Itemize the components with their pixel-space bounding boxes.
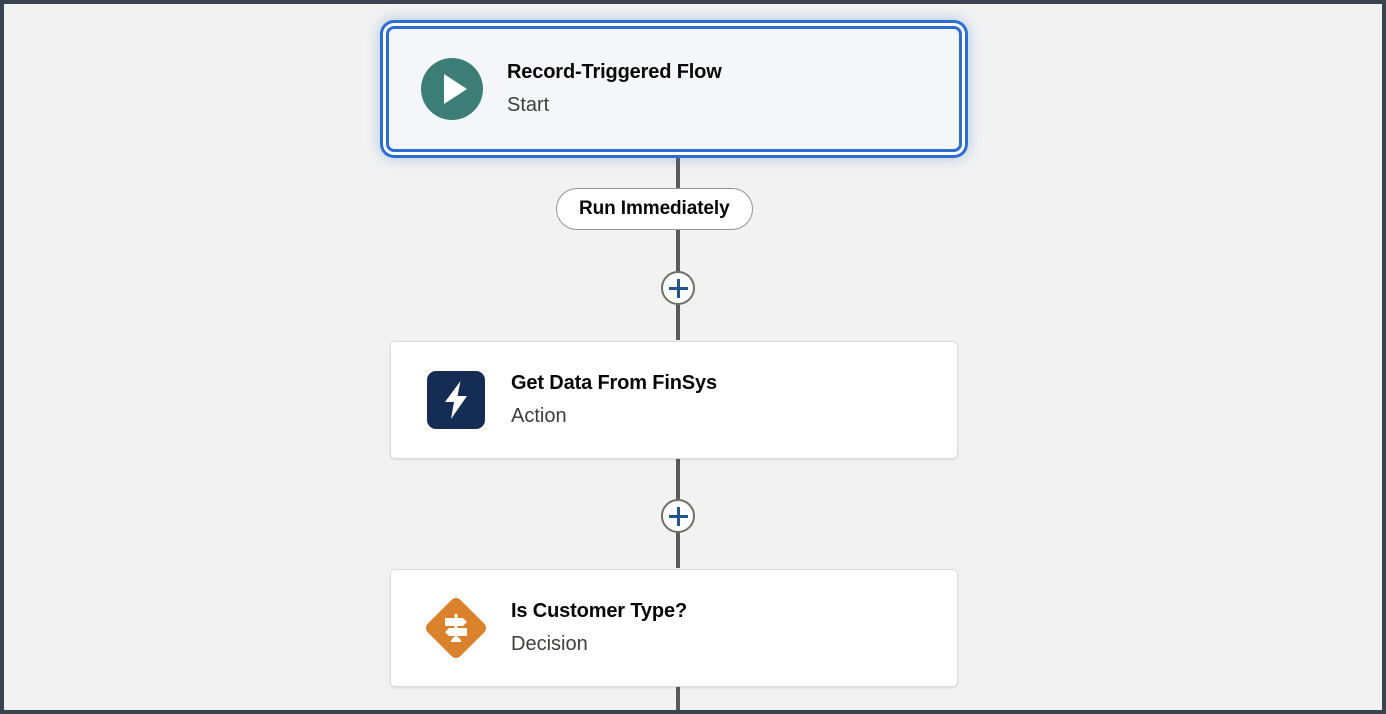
flow-node-action-text: Get Data From FinSys Action — [511, 371, 717, 429]
run-immediately-label: Run Immediately — [556, 188, 753, 230]
flow-node-start-text: Record-Triggered Flow Start — [507, 60, 722, 118]
lightning-bolt-icon — [425, 369, 487, 431]
flow-node-decision-title: Is Customer Type? — [511, 600, 688, 622]
flow-node-decision-subtitle: Decision — [511, 633, 588, 655]
connector-decision-outgoing — [676, 684, 680, 710]
connector-label-to-plus-1 — [676, 222, 680, 280]
flow-node-action-subtitle: Action — [511, 405, 567, 427]
plus-icon-vertical — [676, 506, 680, 526]
plus-icon-vertical — [676, 278, 680, 298]
connector-plus-1-to-action — [676, 300, 680, 340]
play-circle-icon — [421, 58, 483, 120]
connector-start-to-label — [676, 156, 680, 196]
flow-node-action-title: Get Data From FinSys — [511, 372, 717, 394]
flow-node-start[interactable]: Record-Triggered Flow Start — [386, 26, 962, 152]
flow-canvas[interactable]: Record-Triggered Flow Start Run Immediat… — [4, 4, 1382, 710]
flow-node-start-title: Record-Triggered Flow — [507, 61, 722, 83]
flow-node-action[interactable]: Get Data From FinSys Action — [390, 341, 958, 459]
flow-node-decision[interactable]: Is Customer Type? Decision — [390, 569, 958, 687]
flow-node-start-subtitle: Start — [507, 94, 550, 116]
signpost-diamond-icon — [423, 595, 489, 661]
add-element-button-2[interactable] — [661, 499, 695, 533]
connector-plus-2-to-decision — [676, 528, 680, 568]
add-element-button-1[interactable] — [661, 271, 695, 305]
flow-node-decision-text: Is Customer Type? Decision — [511, 599, 687, 657]
connector-action-to-plus-2 — [676, 456, 680, 506]
